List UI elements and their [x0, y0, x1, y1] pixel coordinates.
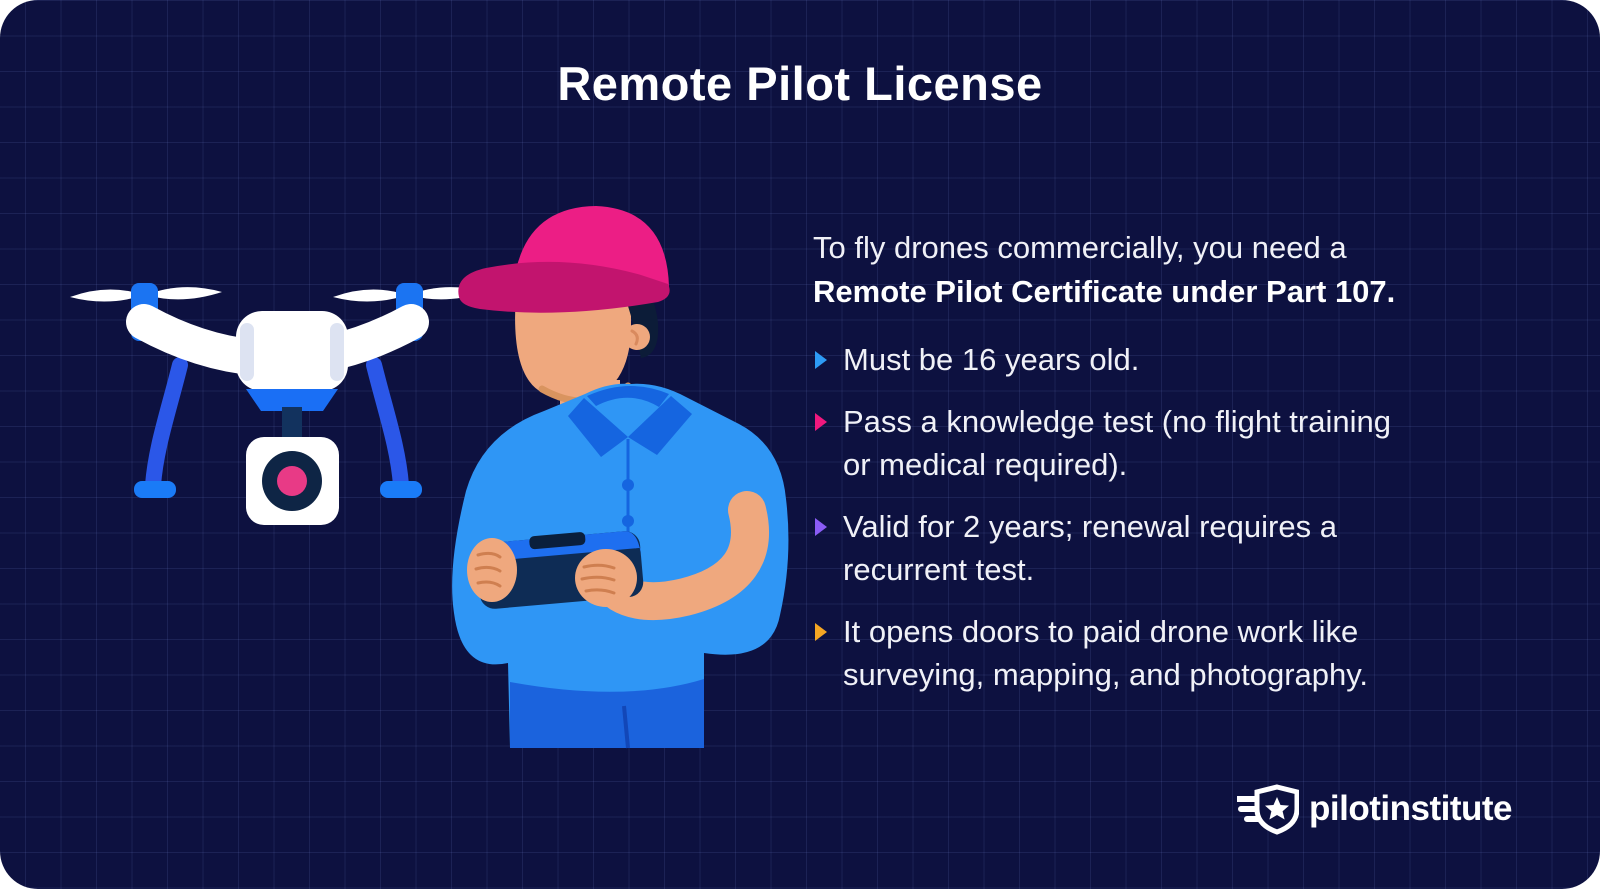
content-column: To fly drones commercially, you need a R…: [813, 226, 1518, 715]
bullet-text: Valid for 2 years; renewal requires a re…: [843, 509, 1337, 587]
bullet-text: Must be 16 years old.: [843, 342, 1140, 377]
page-title: Remote Pilot License: [557, 57, 1043, 110]
arrow-bullet-icon: [815, 518, 827, 536]
list-item: Pass a knowledge test (no flight trainin…: [813, 400, 1518, 486]
logo-word-institute: institute: [1380, 789, 1512, 828]
list-item: Must be 16 years old.: [813, 338, 1518, 381]
pilot-illustration: [452, 206, 789, 749]
drone-pilot-illustration: [70, 206, 789, 749]
pilotinstitute-logo: pilotinstitute: [1237, 783, 1512, 835]
intro-line-2: Remote Pilot Certificate under Part 107.: [813, 274, 1396, 309]
bullet-list: Must be 16 years old. Pass a knowledge t…: [813, 338, 1518, 696]
arrow-bullet-icon: [815, 623, 827, 641]
logo-wordmark: pilotinstitute: [1309, 789, 1512, 829]
list-item: It opens doors to paid drone work like s…: [813, 610, 1518, 696]
arrow-bullet-icon: [815, 351, 827, 369]
pilotinstitute-shield-icon: [1237, 784, 1300, 835]
intro-paragraph: To fly drones commercially, you need a R…: [813, 226, 1518, 314]
logo-word-pilot: pilot: [1309, 789, 1381, 828]
intro-line-1: To fly drones commercially, you need a: [813, 230, 1347, 265]
drone-icon: [70, 283, 485, 525]
arrow-bullet-icon: [815, 413, 827, 431]
bullet-text: It opens doors to paid drone work like s…: [843, 614, 1369, 692]
list-item: Valid for 2 years; renewal requires a re…: [813, 505, 1518, 591]
bullet-text: Pass a knowledge test (no flight trainin…: [843, 404, 1391, 482]
